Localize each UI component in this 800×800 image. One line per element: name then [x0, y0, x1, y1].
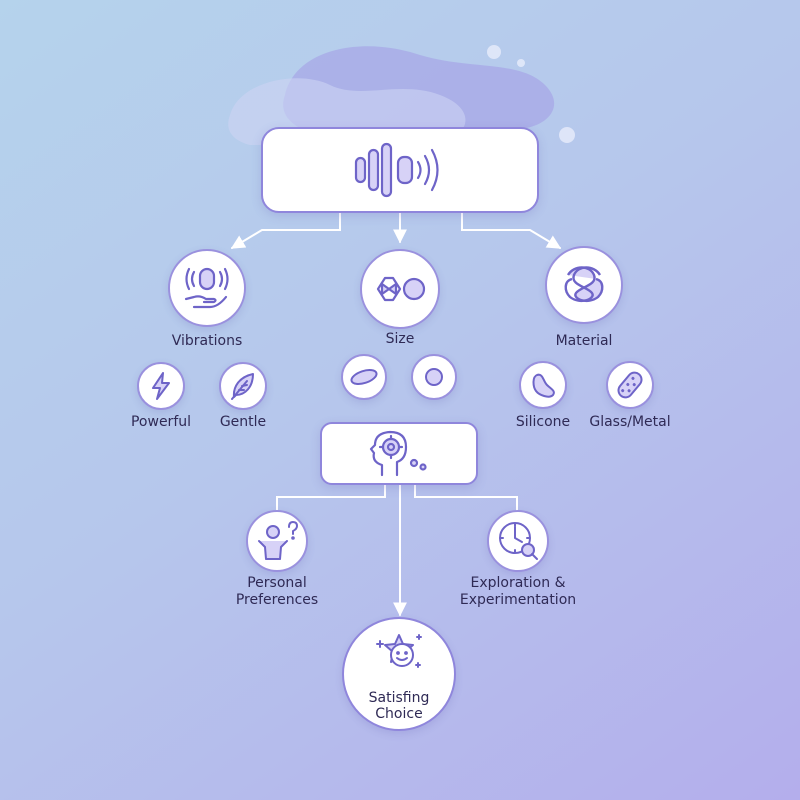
clock-magnifier-icon	[499, 522, 538, 560]
mind-node	[320, 422, 478, 485]
glass-metal-label: Glass/Metal	[589, 414, 671, 430]
textured-capsule-icon	[617, 371, 643, 399]
gentle-label: Gentle	[219, 414, 267, 430]
head-gear-icon	[369, 430, 427, 476]
exploration-label: Exploration & Experimentation	[459, 575, 577, 608]
oval-icon	[350, 369, 378, 385]
smiley-star-icon	[376, 634, 422, 668]
exploration-node	[487, 510, 549, 572]
feather-icon	[231, 373, 254, 400]
silicone-node	[519, 361, 567, 409]
material-label: Material	[555, 333, 613, 349]
powerful-label: Powerful	[130, 414, 192, 430]
hand-vibration-icon	[184, 267, 229, 309]
size-round-node	[411, 354, 457, 400]
size-label: Size	[385, 331, 415, 347]
sound-waves-icon	[354, 142, 439, 198]
gentle-node	[219, 362, 267, 410]
vibrations-node	[168, 249, 246, 327]
silicone-blob-icon	[532, 373, 555, 398]
personal-preferences-label: Personal Preferences	[235, 575, 319, 608]
satisfying-choice-label: Satisfing Choice	[368, 690, 430, 722]
lightning-icon	[152, 372, 170, 400]
material-node	[545, 246, 623, 324]
knot-icon	[564, 266, 604, 303]
person-question-icon	[258, 521, 298, 560]
satisfying-choice-node	[342, 617, 456, 731]
powerful-node	[137, 362, 185, 410]
personal-preferences-node	[246, 510, 308, 572]
size-node	[360, 249, 440, 329]
silicone-label: Silicone	[515, 414, 571, 430]
circle-icon	[425, 368, 443, 386]
top-sound-node	[261, 127, 539, 213]
size-oval-node	[341, 354, 387, 400]
glass-metal-node	[606, 361, 654, 409]
shapes-icon	[376, 276, 426, 302]
vibrations-label: Vibrations	[171, 333, 243, 349]
